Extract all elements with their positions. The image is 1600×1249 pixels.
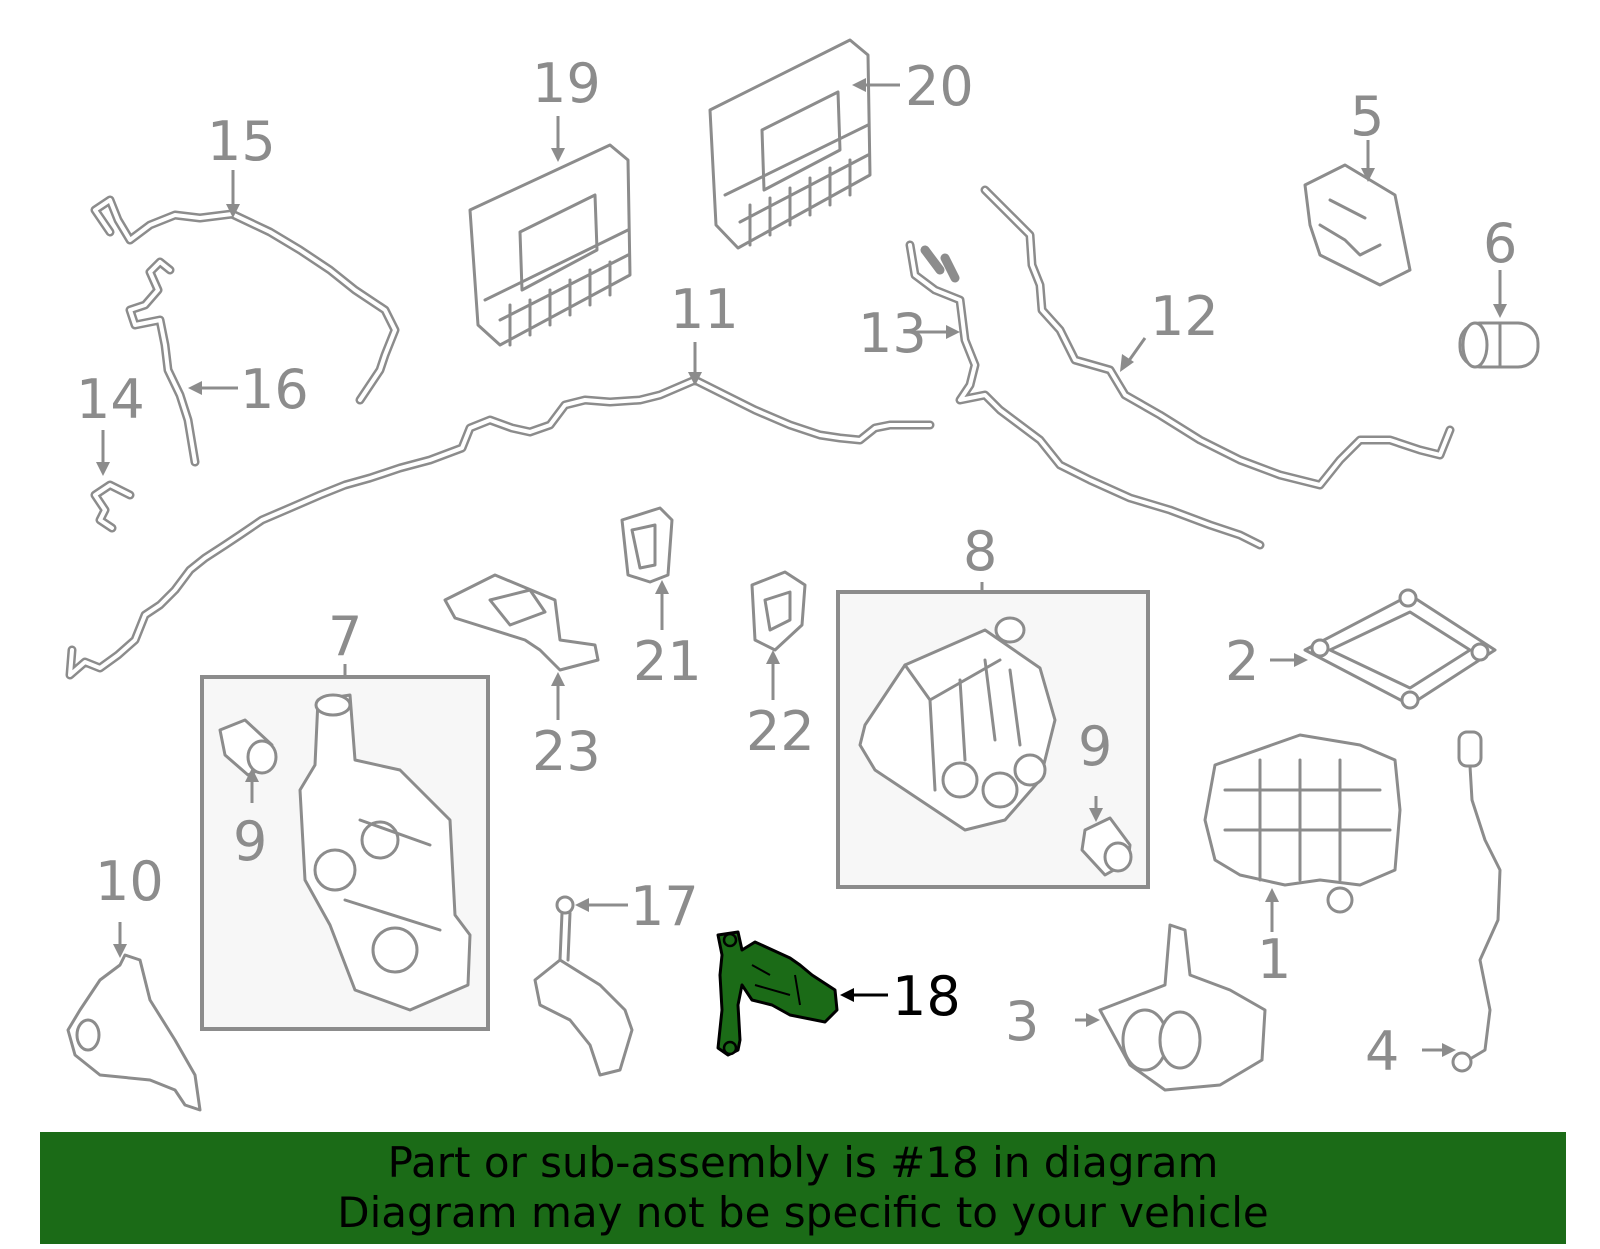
- callout-7: 7: [328, 605, 362, 668]
- part-18-height-sensor-highlighted[interactable]: [716, 930, 839, 1057]
- part-13-tube[interactable]: [905, 240, 1265, 550]
- part-10-bracket[interactable]: [66, 953, 202, 1112]
- callout-9-left: 9: [233, 810, 267, 873]
- callout-14: 14: [76, 368, 145, 431]
- part-20-control-module[interactable]: [708, 38, 872, 250]
- part-15-harness[interactable]: [90, 195, 400, 405]
- callout-11: 11: [670, 278, 739, 341]
- callout-17: 17: [630, 875, 699, 938]
- info-banner: Part or sub-assembly is #18 in diagram D…: [40, 1132, 1566, 1244]
- callout-6: 6: [1483, 212, 1517, 275]
- part-6-sensor[interactable]: [1458, 321, 1540, 369]
- callout-arrows: [96, 78, 1507, 1057]
- part-22-sensor[interactable]: [750, 570, 807, 652]
- banner-line-1: Part or sub-assembly is #18 in diagram: [387, 1138, 1219, 1187]
- part-8-assembly-box[interactable]: [836, 590, 1150, 889]
- part-4-sensor-wire[interactable]: [1451, 730, 1502, 1073]
- part-3-bracket[interactable]: [1098, 923, 1267, 1092]
- part-16-harness[interactable]: [125, 257, 200, 467]
- callout-10: 10: [95, 850, 164, 913]
- callout-3: 3: [1005, 990, 1039, 1053]
- callout-19: 19: [532, 52, 601, 115]
- part-21-bracket[interactable]: [620, 506, 674, 584]
- callout-1: 1: [1257, 928, 1291, 991]
- part-11-tube[interactable]: [65, 375, 935, 680]
- parts-diagram: 19 20 15 16 14 11 13 12 5 6 21 22 23 8 7…: [65, 38, 1540, 1112]
- part-7-assembly-box[interactable]: [200, 675, 490, 1031]
- callout-22: 22: [746, 700, 815, 763]
- callout-5: 5: [1350, 85, 1384, 148]
- callout-20: 20: [905, 55, 974, 118]
- part-23-bracket[interactable]: [443, 573, 600, 672]
- part-19-control-module[interactable]: [468, 143, 632, 347]
- part-5-bracket[interactable]: [1303, 163, 1412, 287]
- callout-4: 4: [1365, 1020, 1399, 1083]
- callout-9-right: 9: [1078, 715, 1112, 778]
- callout-15: 15: [207, 110, 276, 173]
- callout-8: 8: [963, 520, 997, 583]
- callout-labels: 19 20 15 16 14 11 13 12 5 6 21 22 23 8 7…: [76, 52, 1517, 1083]
- part-2-plate[interactable]: [1303, 588, 1497, 710]
- callout-13: 13: [858, 302, 927, 365]
- callout-2: 2: [1225, 630, 1259, 693]
- part-12-tube[interactable]: [980, 185, 1455, 490]
- callout-16: 16: [240, 358, 309, 421]
- callout-12: 12: [1150, 285, 1219, 348]
- callout-18: 18: [892, 965, 961, 1028]
- part-1-compressor[interactable]: [1203, 733, 1402, 914]
- callout-21: 21: [633, 630, 702, 693]
- part-17-height-sensor[interactable]: [533, 895, 634, 1077]
- part-14-clip[interactable]: [90, 480, 135, 533]
- callout-23: 23: [532, 720, 601, 783]
- banner-line-2: Diagram may not be specific to your vehi…: [337, 1188, 1269, 1237]
